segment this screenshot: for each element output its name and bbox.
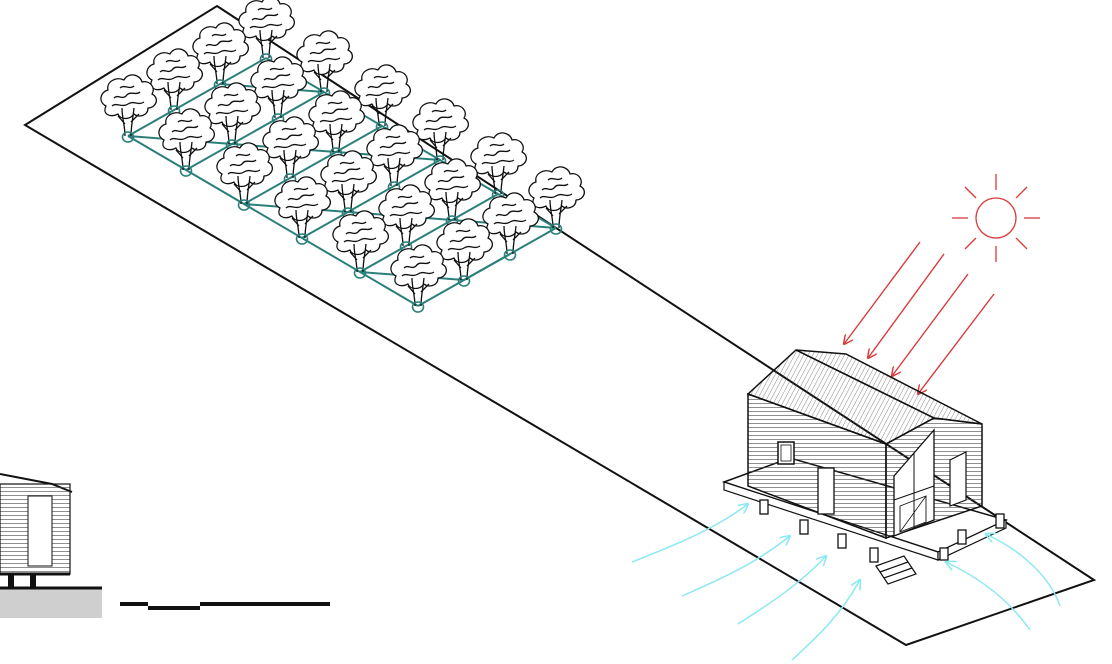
- tree-icon: [217, 143, 272, 210]
- house-section: [0, 474, 102, 618]
- tree-icon: [413, 99, 468, 166]
- tree-icon: [193, 23, 248, 90]
- tree-icon: [355, 65, 410, 132]
- tree-icon: [321, 151, 376, 218]
- sunlight-arrow-icon: [918, 294, 994, 394]
- sun-icon: [952, 174, 1040, 262]
- sunlight-arrow-icon: [844, 242, 920, 344]
- wind-arrow-icon: [946, 562, 1030, 630]
- tree-icon: [205, 83, 260, 150]
- tree-icon: [251, 57, 306, 124]
- tree-icon: [483, 193, 538, 260]
- scale-bar: [120, 604, 330, 608]
- tree-icon: [529, 167, 584, 234]
- tree-icon: [437, 219, 492, 286]
- tree-icon: [263, 117, 318, 184]
- wind-arrow-icon: [632, 504, 748, 562]
- sunlight-arrow-icon: [868, 254, 944, 358]
- house-door: [818, 468, 834, 514]
- tree-icon: [159, 109, 214, 176]
- tree-icon: [147, 49, 202, 116]
- tree-icon: [425, 159, 480, 226]
- house-stairs: [876, 556, 916, 584]
- sunlight-arrow-icon: [892, 274, 968, 376]
- house: [724, 350, 1006, 584]
- tree-icon: [391, 245, 446, 312]
- tree-icon: [367, 125, 422, 192]
- tree-icon: [297, 31, 352, 98]
- tree-icon: [333, 211, 388, 278]
- wind-arrow-icon: [792, 580, 860, 660]
- tree-icon: [379, 185, 434, 252]
- orchard-trees: [101, 0, 584, 312]
- tree-icon: [275, 177, 330, 244]
- tree-icon: [101, 75, 156, 142]
- tree-icon: [309, 91, 364, 158]
- tree-icon: [471, 133, 526, 200]
- tree-icon: [239, 0, 294, 64]
